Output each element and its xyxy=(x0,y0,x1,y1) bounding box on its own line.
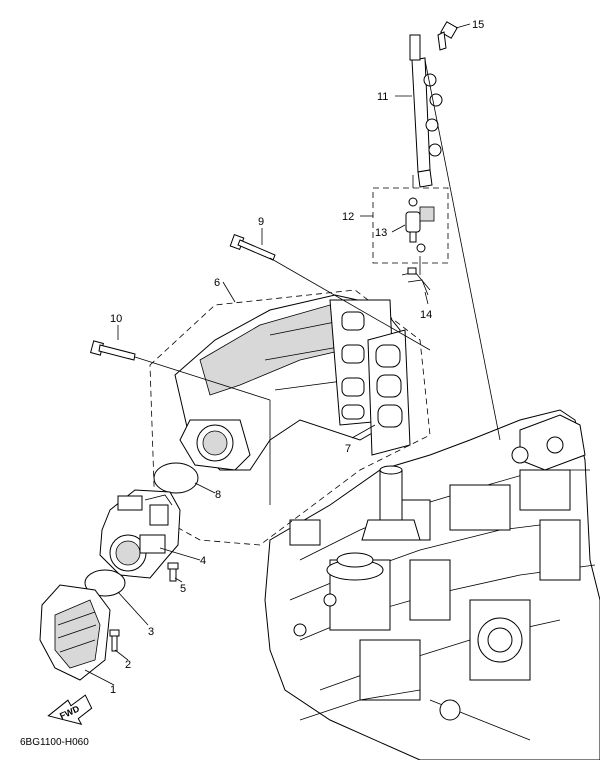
screw-2 xyxy=(109,629,120,652)
injector-clip xyxy=(401,267,431,296)
intake-manifold xyxy=(174,294,401,471)
fuel-rail xyxy=(409,34,443,188)
throttle-body xyxy=(99,489,181,579)
manifold-group-outline xyxy=(149,289,431,546)
callout-11: 11 xyxy=(377,91,388,103)
injector-group-outline xyxy=(372,187,449,264)
o-ring-8 xyxy=(153,462,199,494)
manifold-gasket xyxy=(367,329,411,456)
callout-3: 3 xyxy=(148,626,154,638)
bolt-10 xyxy=(90,340,136,361)
callout-6: 6 xyxy=(214,277,220,289)
intake-silencer xyxy=(39,584,111,681)
callout-4: 4 xyxy=(200,555,206,567)
callout-13: 13 xyxy=(375,227,387,239)
callout-1: 1 xyxy=(110,684,116,696)
callout-14: 14 xyxy=(420,309,432,321)
diagram-code: 6BG1100-H060 xyxy=(20,737,89,748)
callout-10: 10 xyxy=(110,313,122,325)
engine-block xyxy=(264,409,600,760)
callout-5: 5 xyxy=(180,583,186,595)
fwd-arrow: FWD xyxy=(47,694,93,725)
callout-labels: 1 2 3 4 5 6 7 8 9 10 11 12 13 14 15 xyxy=(110,19,484,696)
bolt-15 xyxy=(437,21,458,51)
callout-9: 9 xyxy=(258,216,264,228)
callout-8: 8 xyxy=(215,489,221,501)
callout-12: 12 xyxy=(342,211,354,223)
bolt-5 xyxy=(167,562,179,582)
callout-15: 15 xyxy=(472,19,484,31)
callout-7: 7 xyxy=(345,443,351,455)
fuel-injector xyxy=(405,197,435,253)
bolt-9 xyxy=(229,234,276,261)
leader-lines xyxy=(84,23,501,686)
callout-2: 2 xyxy=(125,659,131,671)
